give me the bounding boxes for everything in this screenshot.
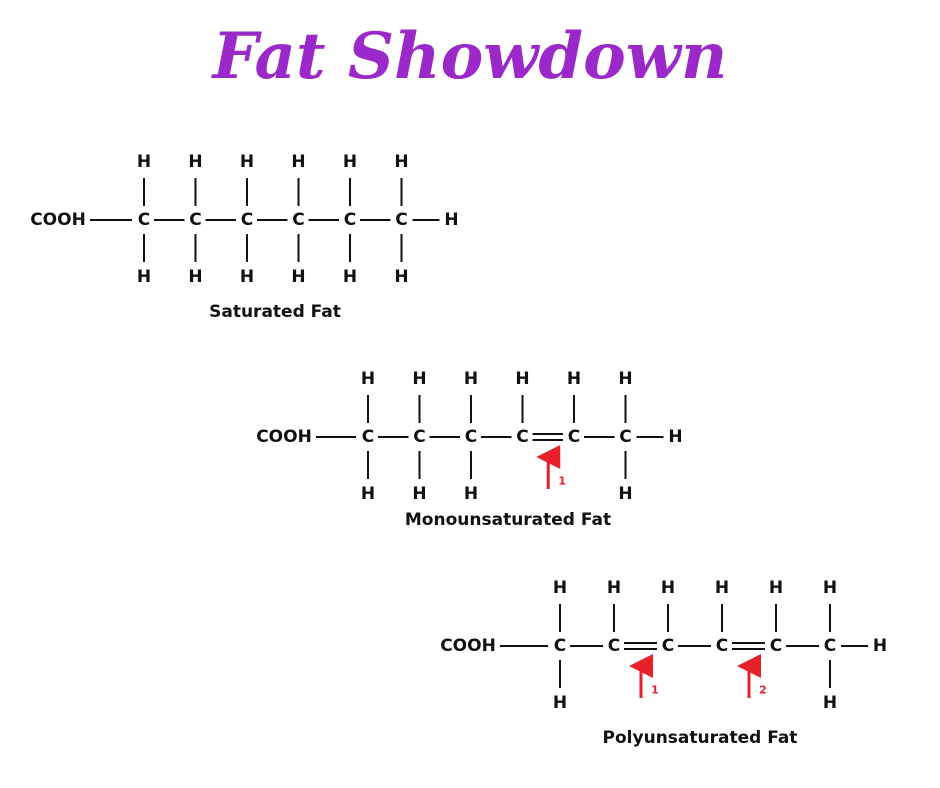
hydrogen-atom: H (394, 152, 408, 172)
hydrogen-atom: H (464, 369, 478, 389)
hydrogen-atom: H (137, 152, 151, 172)
hydrogen-atom: H (343, 267, 357, 287)
double-bond-number: 1 (651, 684, 659, 697)
hydrogen-atom: H (361, 369, 375, 389)
hydrogen-atom: H (553, 578, 567, 598)
cooh-group: COOH (440, 636, 496, 656)
hydrogen-atom: H (188, 152, 202, 172)
carbon-atom: C (662, 636, 674, 656)
carbon-atom: C (608, 636, 620, 656)
saturated-caption: Saturated Fat (209, 302, 341, 322)
carbon-atom: C (770, 636, 782, 656)
hydrogen-atom: H (394, 267, 408, 287)
hydrogen-atom: H (618, 369, 632, 389)
hydrogen-atom: H (607, 578, 621, 598)
hydrogen-atom: H (240, 152, 254, 172)
carbon-atom: C (292, 210, 304, 230)
hydrogen-atom: H (412, 369, 426, 389)
hydrogen-atom: H (464, 484, 478, 504)
hydrogen-atom: H (291, 267, 305, 287)
carbon-atom: C (241, 210, 253, 230)
hydrogen-atom: H (240, 267, 254, 287)
terminal-hydrogen: H (873, 636, 887, 656)
hydrogen-atom: H (188, 267, 202, 287)
hydrogen-atom: H (715, 578, 729, 598)
hydrogen-atom: H (291, 152, 305, 172)
carbon-atom: C (413, 427, 425, 447)
hydrogen-atom: H (137, 267, 151, 287)
hydrogen-atom: H (661, 578, 675, 598)
carbon-atom: C (362, 427, 374, 447)
carbon-atom: C (138, 210, 150, 230)
double-bond-number: 2 (759, 684, 767, 697)
carbon-atom: C (189, 210, 201, 230)
terminal-hydrogen: H (668, 427, 682, 447)
carbon-atom: C (824, 636, 836, 656)
carbon-atom: C (568, 427, 580, 447)
hydrogen-atom: H (553, 693, 567, 713)
monounsaturated-caption: Monounsaturated Fat (405, 510, 611, 530)
carbon-atom: C (465, 427, 477, 447)
hydrogen-atom: H (823, 693, 837, 713)
hydrogen-atom: H (515, 369, 529, 389)
terminal-hydrogen: H (444, 210, 458, 230)
hydrogen-atom: H (823, 578, 837, 598)
carbon-atom: C (619, 427, 631, 447)
page-title: Fat Showdown (211, 19, 728, 94)
carbon-atom: C (716, 636, 728, 656)
cooh-group: COOH (30, 210, 86, 230)
hydrogen-atom: H (412, 484, 426, 504)
hydrogen-atom: H (343, 152, 357, 172)
carbon-atom: C (344, 210, 356, 230)
hydrogen-atom: H (567, 369, 581, 389)
hydrogen-atom: H (618, 484, 632, 504)
carbon-atom: C (554, 636, 566, 656)
double-bond-number: 1 (558, 475, 566, 488)
polyunsaturated-caption: Polyunsaturated Fat (603, 728, 798, 748)
hydrogen-atom: H (361, 484, 375, 504)
carbon-atom: C (395, 210, 407, 230)
hydrogen-atom: H (769, 578, 783, 598)
cooh-group: COOH (256, 427, 312, 447)
carbon-atom: C (516, 427, 528, 447)
